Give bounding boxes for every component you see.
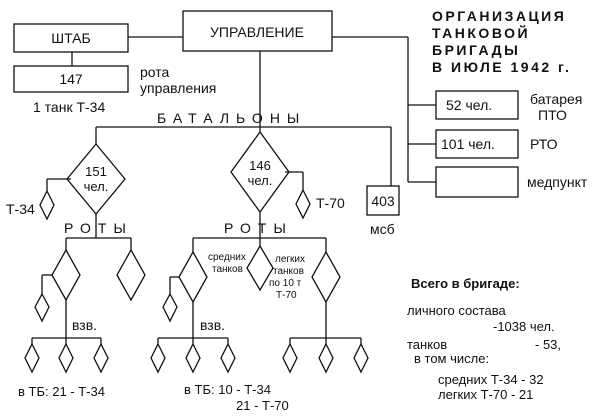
medium-tanks-label-1: средних — [208, 252, 246, 263]
companies-label-right: РОТЫ — [224, 220, 293, 236]
tank-diamond — [353, 342, 369, 374]
support-atb-label-1: батарея — [530, 91, 582, 107]
tank-diamond — [220, 342, 236, 374]
company-diamond-light — [311, 250, 341, 304]
support-box-rto — [435, 129, 519, 159]
tb-right-note-2: 21 - Т-70 — [236, 398, 289, 413]
company-label-line2: управления — [140, 80, 216, 96]
totals-tanks-value: - 53, — [535, 337, 561, 352]
tank-diamond — [318, 342, 334, 374]
tank-diamond-left — [39, 189, 55, 221]
tank-diamond — [282, 342, 298, 374]
company-label-line1: рота — [140, 64, 170, 80]
company-count: 147 — [59, 71, 83, 87]
support-box-atb — [435, 90, 519, 120]
battalion-2-count: 146 — [249, 158, 271, 173]
light-tanks-label-4: Т-70 — [276, 290, 297, 301]
companies-label-left: РОТЫ — [64, 220, 133, 236]
totals-personnel-value: -1038 чел. — [493, 319, 555, 334]
platoon-label-left: взв. — [72, 317, 97, 333]
battalions-label: БАТАЛЬОНЫ — [157, 110, 306, 126]
company-diamond-light — [246, 244, 274, 292]
company-diamond-medium — [178, 250, 208, 304]
title-line-4: В ИЮЛЕ 1942 г. — [432, 59, 571, 75]
light-tanks-label-3: по 10 т — [269, 278, 302, 289]
support-atb-count: 52 чел. — [446, 97, 492, 113]
tank-diamond — [162, 292, 178, 323]
totals-heading: Всего в бригаде: — [411, 276, 520, 291]
company-box — [13, 65, 129, 93]
support-rto-count: 101 чел. — [441, 136, 495, 152]
tank-diamond — [150, 342, 166, 374]
tank-diamond — [34, 292, 50, 323]
tank-diamond — [58, 342, 74, 374]
title-line-3: БРИГАДЫ — [432, 42, 520, 58]
tank-diamond — [24, 342, 40, 374]
title-line-1: ОРГАНИЗАЦИЯ — [432, 8, 566, 24]
battalion-2-tank: Т-70 — [316, 195, 345, 211]
command-box — [182, 10, 333, 52]
msb-box — [366, 185, 400, 216]
platoon-label-right: взв. — [200, 317, 225, 333]
battalion-1-tank: Т-34 — [6, 201, 35, 217]
tb-left-note: в ТБ: 21 - Т-34 — [18, 384, 105, 399]
company-diamond — [51, 248, 81, 302]
totals-medium: средних Т-34 - 32 — [438, 372, 544, 387]
medium-tanks-label-2: танков — [212, 264, 243, 275]
tank-diamond — [93, 342, 109, 374]
tb-right-note-1: в ТБ: 10 - Т-34 — [184, 382, 271, 397]
command-label: УПРАВЛЕНИЕ — [210, 24, 304, 40]
battalion-2-unit: чел. — [248, 173, 273, 188]
battalion-1-unit: чел. — [84, 179, 109, 194]
support-rto-label: РТО — [530, 136, 558, 152]
support-atb-label-2: ПТО — [538, 107, 567, 123]
staff-label: ШТАБ — [51, 30, 90, 46]
support-box-medpoint — [435, 166, 519, 198]
title-line-2: ТАНКОВОЙ — [432, 24, 530, 41]
company-diamond — [116, 248, 146, 302]
tank-diamond-right — [295, 188, 311, 220]
totals-including: в том числе: — [414, 351, 489, 366]
totals-personnel-label: личного состава — [407, 303, 507, 318]
hq-tank-note: 1 танк Т-34 — [33, 99, 105, 115]
light-tanks-label-2: танков — [273, 266, 304, 277]
light-tanks-label-1: легких — [275, 254, 305, 265]
battalion-1-count: 151 — [85, 164, 107, 179]
msb-label: мсб — [370, 221, 395, 237]
staff-box — [13, 23, 129, 53]
tank-diamond — [185, 342, 201, 374]
totals-tanks-label: танков — [407, 337, 447, 352]
msb-count: 403 — [371, 193, 395, 209]
support-medpoint-label: медпункт — [527, 174, 588, 190]
totals-light: легких Т-70 - 21 — [438, 387, 533, 402]
